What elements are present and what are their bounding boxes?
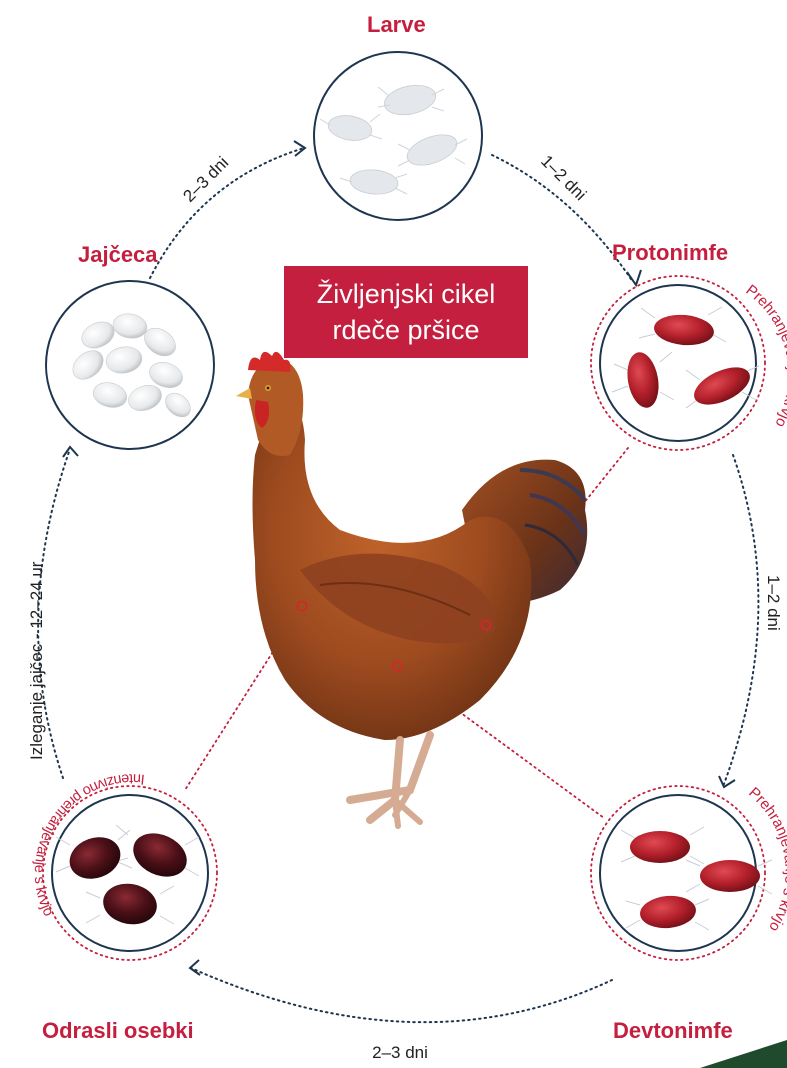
stage-label-larve: Larve bbox=[367, 12, 426, 38]
stage-label-protonimfe: Protonimfe bbox=[612, 240, 728, 266]
arrowhead-devtonimfe bbox=[719, 776, 735, 787]
title-line-1: Življenjski cikel bbox=[284, 276, 528, 312]
duration-odrasli-jajceca: Izleganje jajčec - 12–24 ur bbox=[27, 561, 46, 760]
arrowhead-larve bbox=[294, 141, 305, 156]
duration-jajceca-larve: 2–3 dni bbox=[179, 153, 232, 206]
hen-illustration bbox=[236, 352, 587, 826]
arrowhead-jajceca bbox=[63, 447, 78, 457]
arrowhead-protonimfe bbox=[627, 270, 641, 285]
duration-larve-protonimfe: 1–2 dni bbox=[537, 151, 590, 204]
stage-label-odrasli: Odrasli osebki bbox=[42, 1018, 194, 1044]
duration-protonimfe-devtonimfe: 1–2 dni bbox=[764, 575, 783, 631]
diagram-title: Življenjski cikel rdeče pršice bbox=[284, 266, 528, 358]
title-line-2: rdeče pršice bbox=[284, 312, 528, 348]
protonimfe-stage-icon bbox=[591, 276, 765, 450]
path-devtonimfe-odrasli bbox=[191, 968, 612, 1022]
arrowhead-odrasli bbox=[190, 960, 200, 975]
stage-label-jajceca: Jajčeca bbox=[78, 242, 158, 268]
duration-devtonimfe-odrasli: 2–3 dni bbox=[372, 1043, 428, 1062]
larve-stage-icon bbox=[314, 52, 482, 220]
corner-decoration bbox=[700, 1040, 787, 1068]
stage-label-devtonimfe: Devtonimfe bbox=[613, 1018, 733, 1044]
path-protonimfe-devtonimfe bbox=[724, 455, 758, 784]
devtonimfe-stage-icon bbox=[591, 786, 772, 960]
jajceca-stage-icon bbox=[46, 281, 214, 449]
